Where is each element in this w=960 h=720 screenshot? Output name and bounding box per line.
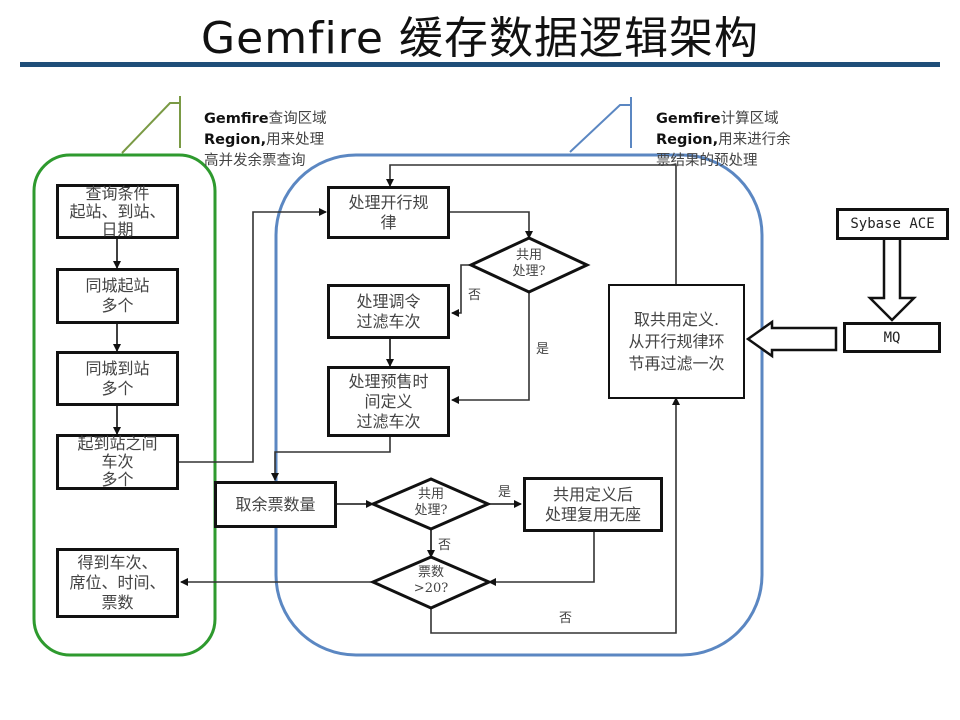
page-title: Gemfire 缓存数据逻辑架构 (201, 13, 759, 64)
callout-text: 票结果的预处理 (656, 153, 758, 169)
decision-label-shared-1: 共用 处理? (512, 248, 546, 279)
decision-label-shared-2: 共用 处理? (414, 487, 448, 518)
decision-label-ticket-count: 票数 >20? (413, 565, 449, 596)
node-get-result: 得到车次、 席位、时间、 票数 (56, 548, 179, 618)
arrow-schedule-to-d1 (449, 211, 533, 239)
node-trains-between: 起到站之间 车次 多个 (56, 434, 179, 490)
edge-label-d2-no: 否 (438, 538, 452, 553)
title-rule (20, 62, 940, 67)
decision-shared-processing-2 (369, 477, 492, 531)
callout-bold: Gemfire (204, 111, 269, 127)
query-callout-line (121, 102, 180, 154)
compute-region-container (274, 153, 764, 657)
callout-text: 用来处理 (266, 132, 325, 148)
query-region-container (32, 153, 217, 657)
node-process-presale: 处理预售时 间定义 过滤车次 (327, 366, 450, 437)
decision-shared-processing-1 (467, 236, 591, 294)
arrow-d1-no (451, 264, 471, 317)
arrow-d1-yes (451, 292, 530, 404)
node-fetch-shared-definition: 取共用定义. 从开行规律环 节再过滤一次 (608, 284, 745, 399)
node-sybase-ace: Sybase ACE (836, 208, 949, 240)
node-mq: MQ (843, 322, 941, 353)
callout-bold: Region, (204, 132, 267, 148)
edge-label-d1-no: 否 (468, 288, 482, 303)
edge-label-d1-yes: 是 (536, 342, 550, 357)
edge-label-d2-yes: 是 (498, 485, 512, 500)
arrow-fetch-to-schedule (386, 164, 677, 285)
block-arrow-mq-to-fetch (745, 319, 838, 359)
arrow-presale-to-remaining (271, 436, 391, 481)
node-same-city-origin: 同城起站 多个 (56, 268, 179, 324)
arrow-trains-to-schedule (178, 208, 327, 463)
callout-text: 计算区域 (720, 111, 779, 127)
node-get-remaining-tickets: 取余票数量 (214, 481, 337, 528)
arrow-after-shared-to-d3 (488, 531, 595, 586)
node-process-schedule-rule: 处理开行规 律 (327, 186, 450, 239)
node-same-city-dest: 同城到站 多个 (56, 351, 179, 406)
callout-bold: Region, (656, 132, 719, 148)
compute-callout-line (569, 104, 631, 153)
callout-bold: Gemfire (656, 111, 721, 127)
callout-text: 查询区域 (268, 111, 327, 127)
block-arrow-sybase-to-mq (866, 236, 918, 322)
node-after-shared-definition: 共用定义后 处理复用无座 (523, 477, 663, 532)
edge-label-d3-no: 否 (559, 611, 573, 626)
decision-ticket-count (369, 555, 493, 610)
arrow-d3-no-to-fetch (430, 397, 680, 634)
callout-text: 用来进行余 (718, 132, 791, 148)
node-process-dispatch: 处理调令 过滤车次 (327, 284, 450, 339)
node-query-conditions: 查询条件 起站、到站、 日期 (56, 184, 179, 239)
callout-text: 高并发余票查询 (204, 153, 306, 169)
